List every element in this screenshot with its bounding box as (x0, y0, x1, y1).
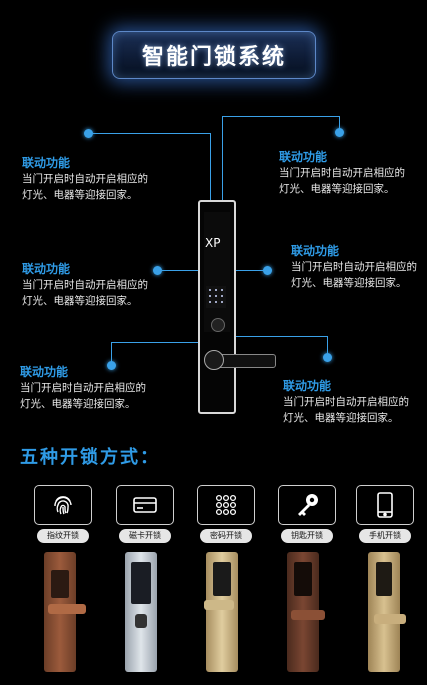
feature-heading: 联动功能 (283, 379, 332, 393)
connector-line (111, 342, 112, 363)
feature-body: 当门开启时自动开启相应的灯光、电器等迎接回家。 (291, 261, 417, 289)
keypad-icon (215, 494, 237, 516)
title-banner: 智能门锁系统 (112, 31, 316, 79)
connector-line (327, 336, 328, 355)
method-password: 密码开锁 (197, 485, 255, 543)
connector-line (232, 270, 264, 271)
connector-line (222, 116, 340, 117)
product-lock-image (368, 552, 406, 672)
fingerprint-icon (54, 496, 72, 515)
feature-block: 联动功能 当门开启时自动开启相应的灯光、电器等迎接回家。 (22, 154, 150, 203)
feature-body: 当门开启时自动开启相应的灯光、电器等迎接回家。 (283, 396, 409, 424)
connector-line (222, 116, 223, 202)
feature-heading: 联动功能 (20, 365, 69, 379)
lock-brand: XP (205, 236, 221, 250)
feature-heading: 联动功能 (22, 156, 71, 170)
method-label: 密码开锁 (200, 529, 252, 543)
key-icon (298, 494, 318, 516)
phone-icon (377, 492, 393, 518)
method-label: 磁卡开锁 (119, 529, 171, 543)
method-label: 手机开锁 (359, 529, 411, 543)
method-icon-box (278, 485, 336, 525)
feature-block: 联动功能 当门开启时自动开启相应的灯光、电器等迎接回家。 (283, 377, 411, 426)
connector-line (232, 336, 328, 337)
connector-line (158, 270, 200, 271)
connector-line (339, 116, 340, 130)
connector-line (210, 133, 211, 201)
connector-line (111, 342, 199, 343)
feature-heading: 联动功能 (279, 150, 328, 164)
feature-block: 联动功能 当门开启时自动开启相应的灯光、电器等迎接回家。 (20, 363, 148, 412)
feature-body: 当门开启时自动开启相应的灯光、电器等迎接回家。 (22, 279, 148, 307)
method-fingerprint: 指纹开锁 (34, 485, 92, 543)
connector-dot (263, 266, 272, 275)
method-icon-box (356, 485, 414, 525)
product-lock-image (204, 552, 238, 672)
product-lock-image (287, 552, 325, 672)
feature-body: 当门开启时自动开启相应的灯光、电器等迎接回家。 (20, 382, 146, 410)
method-label: 钥匙开锁 (281, 529, 333, 543)
feature-block: 联动功能 当门开启时自动开启相应的灯光、电器等迎接回家。 (22, 260, 150, 309)
method-key: 钥匙开锁 (278, 485, 336, 543)
feature-body: 当门开启时自动开启相应的灯光、电器等迎接回家。 (279, 167, 405, 195)
method-phone: 手机开锁 (356, 485, 414, 543)
connector-line (88, 133, 210, 134)
card-icon (133, 497, 157, 513)
lock-keypad (206, 286, 226, 308)
connector-dot (323, 353, 332, 362)
method-icon-box (116, 485, 174, 525)
page-title: 智能门锁系统 (141, 45, 286, 70)
method-label: 指纹开锁 (37, 529, 89, 543)
feature-heading: 联动功能 (22, 262, 71, 276)
methods-title: 五种开锁方式： (20, 447, 160, 468)
lock-face-panel (204, 212, 230, 332)
feature-block: 联动功能 当门开启时自动开启相应的灯光、电器等迎接回家。 (279, 148, 407, 197)
connector-dot (153, 266, 162, 275)
method-icon-box (34, 485, 92, 525)
product-lock-image (125, 552, 157, 672)
connector-dot (335, 128, 344, 137)
method-icon-box (197, 485, 255, 525)
lock-handle-rose (204, 350, 224, 370)
lock-fingerprint-sensor (211, 318, 225, 332)
product-lock-image (44, 552, 86, 672)
feature-block: 联动功能 当门开启时自动开启相应的灯光、电器等迎接回家。 (291, 242, 419, 291)
feature-body: 当门开启时自动开启相应的灯光、电器等迎接回家。 (22, 173, 148, 201)
method-card: 磁卡开锁 (116, 485, 174, 543)
feature-heading: 联动功能 (291, 244, 340, 258)
connector-dot (107, 361, 116, 370)
